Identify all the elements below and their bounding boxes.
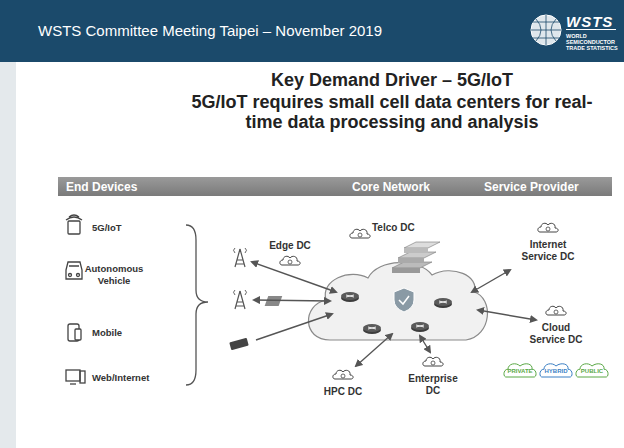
datacenter-label: HPC DC: [313, 386, 373, 398]
device-label: Web/Internet: [92, 372, 149, 384]
datacenter-label: Internet Service DC: [516, 239, 580, 263]
header-text: WSTS Committee Meeting Taipei – November…: [38, 22, 382, 39]
datacenter-label: Enterprise DC: [405, 373, 461, 397]
band-heading: Service Provider: [484, 180, 579, 194]
cloud-shape: [576, 364, 608, 377]
band-heading: Core Network: [352, 180, 430, 194]
device-label: Autonomous Vehicle: [78, 263, 150, 287]
band-heading: End Devices: [66, 180, 137, 194]
device-label: Mobile: [92, 327, 122, 339]
node-text: PUBLIC: [575, 368, 609, 375]
node-text: 5G/IoT: [92, 222, 122, 234]
logo-subtext: WORLD SEMICONDUCTOR TRADE STATISTICS: [566, 33, 618, 51]
node-text: Edge DC: [260, 240, 320, 252]
node-text: Telco DC: [372, 222, 415, 234]
node-text: Autonomous Vehicle: [78, 263, 150, 287]
cloud-type: PUBLIC: [575, 362, 609, 378]
subtitle: 5G/IoT requires small cell data centers …: [177, 92, 607, 132]
cloud-shape: [540, 364, 572, 377]
device-label: 5G/IoT: [92, 222, 122, 234]
cloud-type: PRIVATE: [503, 362, 537, 378]
node-text: Internet Service DC: [516, 239, 580, 263]
node-text: Mobile: [92, 327, 122, 339]
node-text: Web/Internet: [92, 372, 149, 384]
slide-title: Key Demand Driver – 5G/IoT: [177, 70, 607, 90]
node-text: HPC DC: [313, 386, 373, 398]
logo-text: WSTS: [566, 13, 613, 30]
datacenter-label: Edge DC: [260, 240, 320, 252]
node-text: PRIVATE: [503, 368, 537, 375]
node-text: Enterprise DC: [405, 373, 461, 397]
node-text: HYBRID: [539, 368, 573, 375]
node-text: Cloud Service DC: [525, 322, 587, 346]
cloud-type: HYBRID: [539, 362, 573, 378]
datacenter-label: Cloud Service DC: [525, 322, 587, 346]
datacenter-label: Telco DC: [372, 222, 415, 234]
cloud-shape: [504, 364, 536, 377]
